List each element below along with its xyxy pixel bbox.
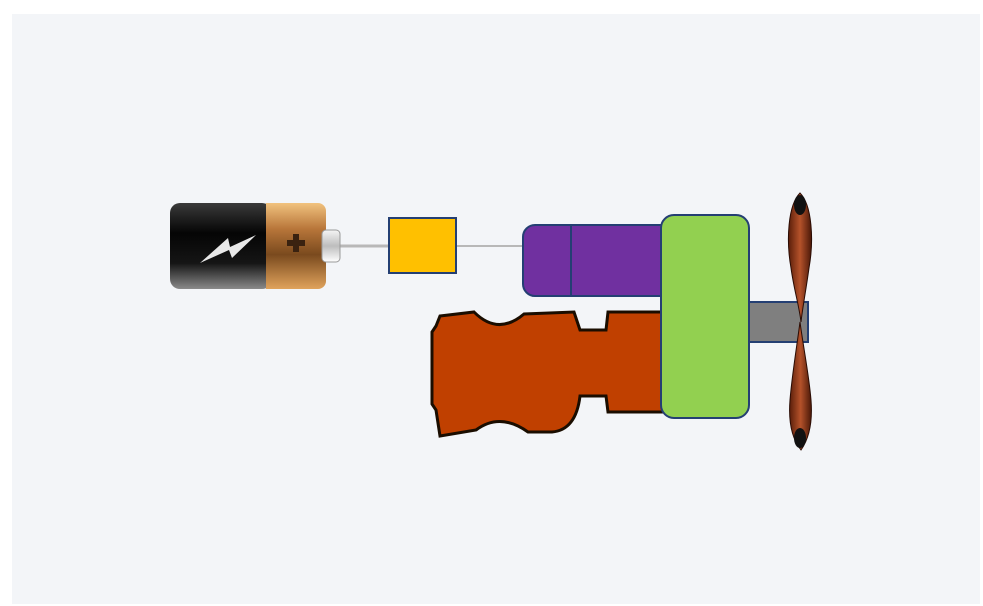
plus-icon <box>287 234 305 252</box>
lightning-icon <box>200 235 256 263</box>
engine-icon[interactable] <box>430 310 667 438</box>
switch-icon[interactable] <box>388 217 457 274</box>
propeller-icon[interactable] <box>787 192 813 451</box>
battery-icon[interactable] <box>170 203 341 289</box>
gearbox-icon[interactable] <box>660 214 750 419</box>
canvas-background <box>12 14 980 604</box>
motor-icon[interactable] <box>522 224 674 297</box>
